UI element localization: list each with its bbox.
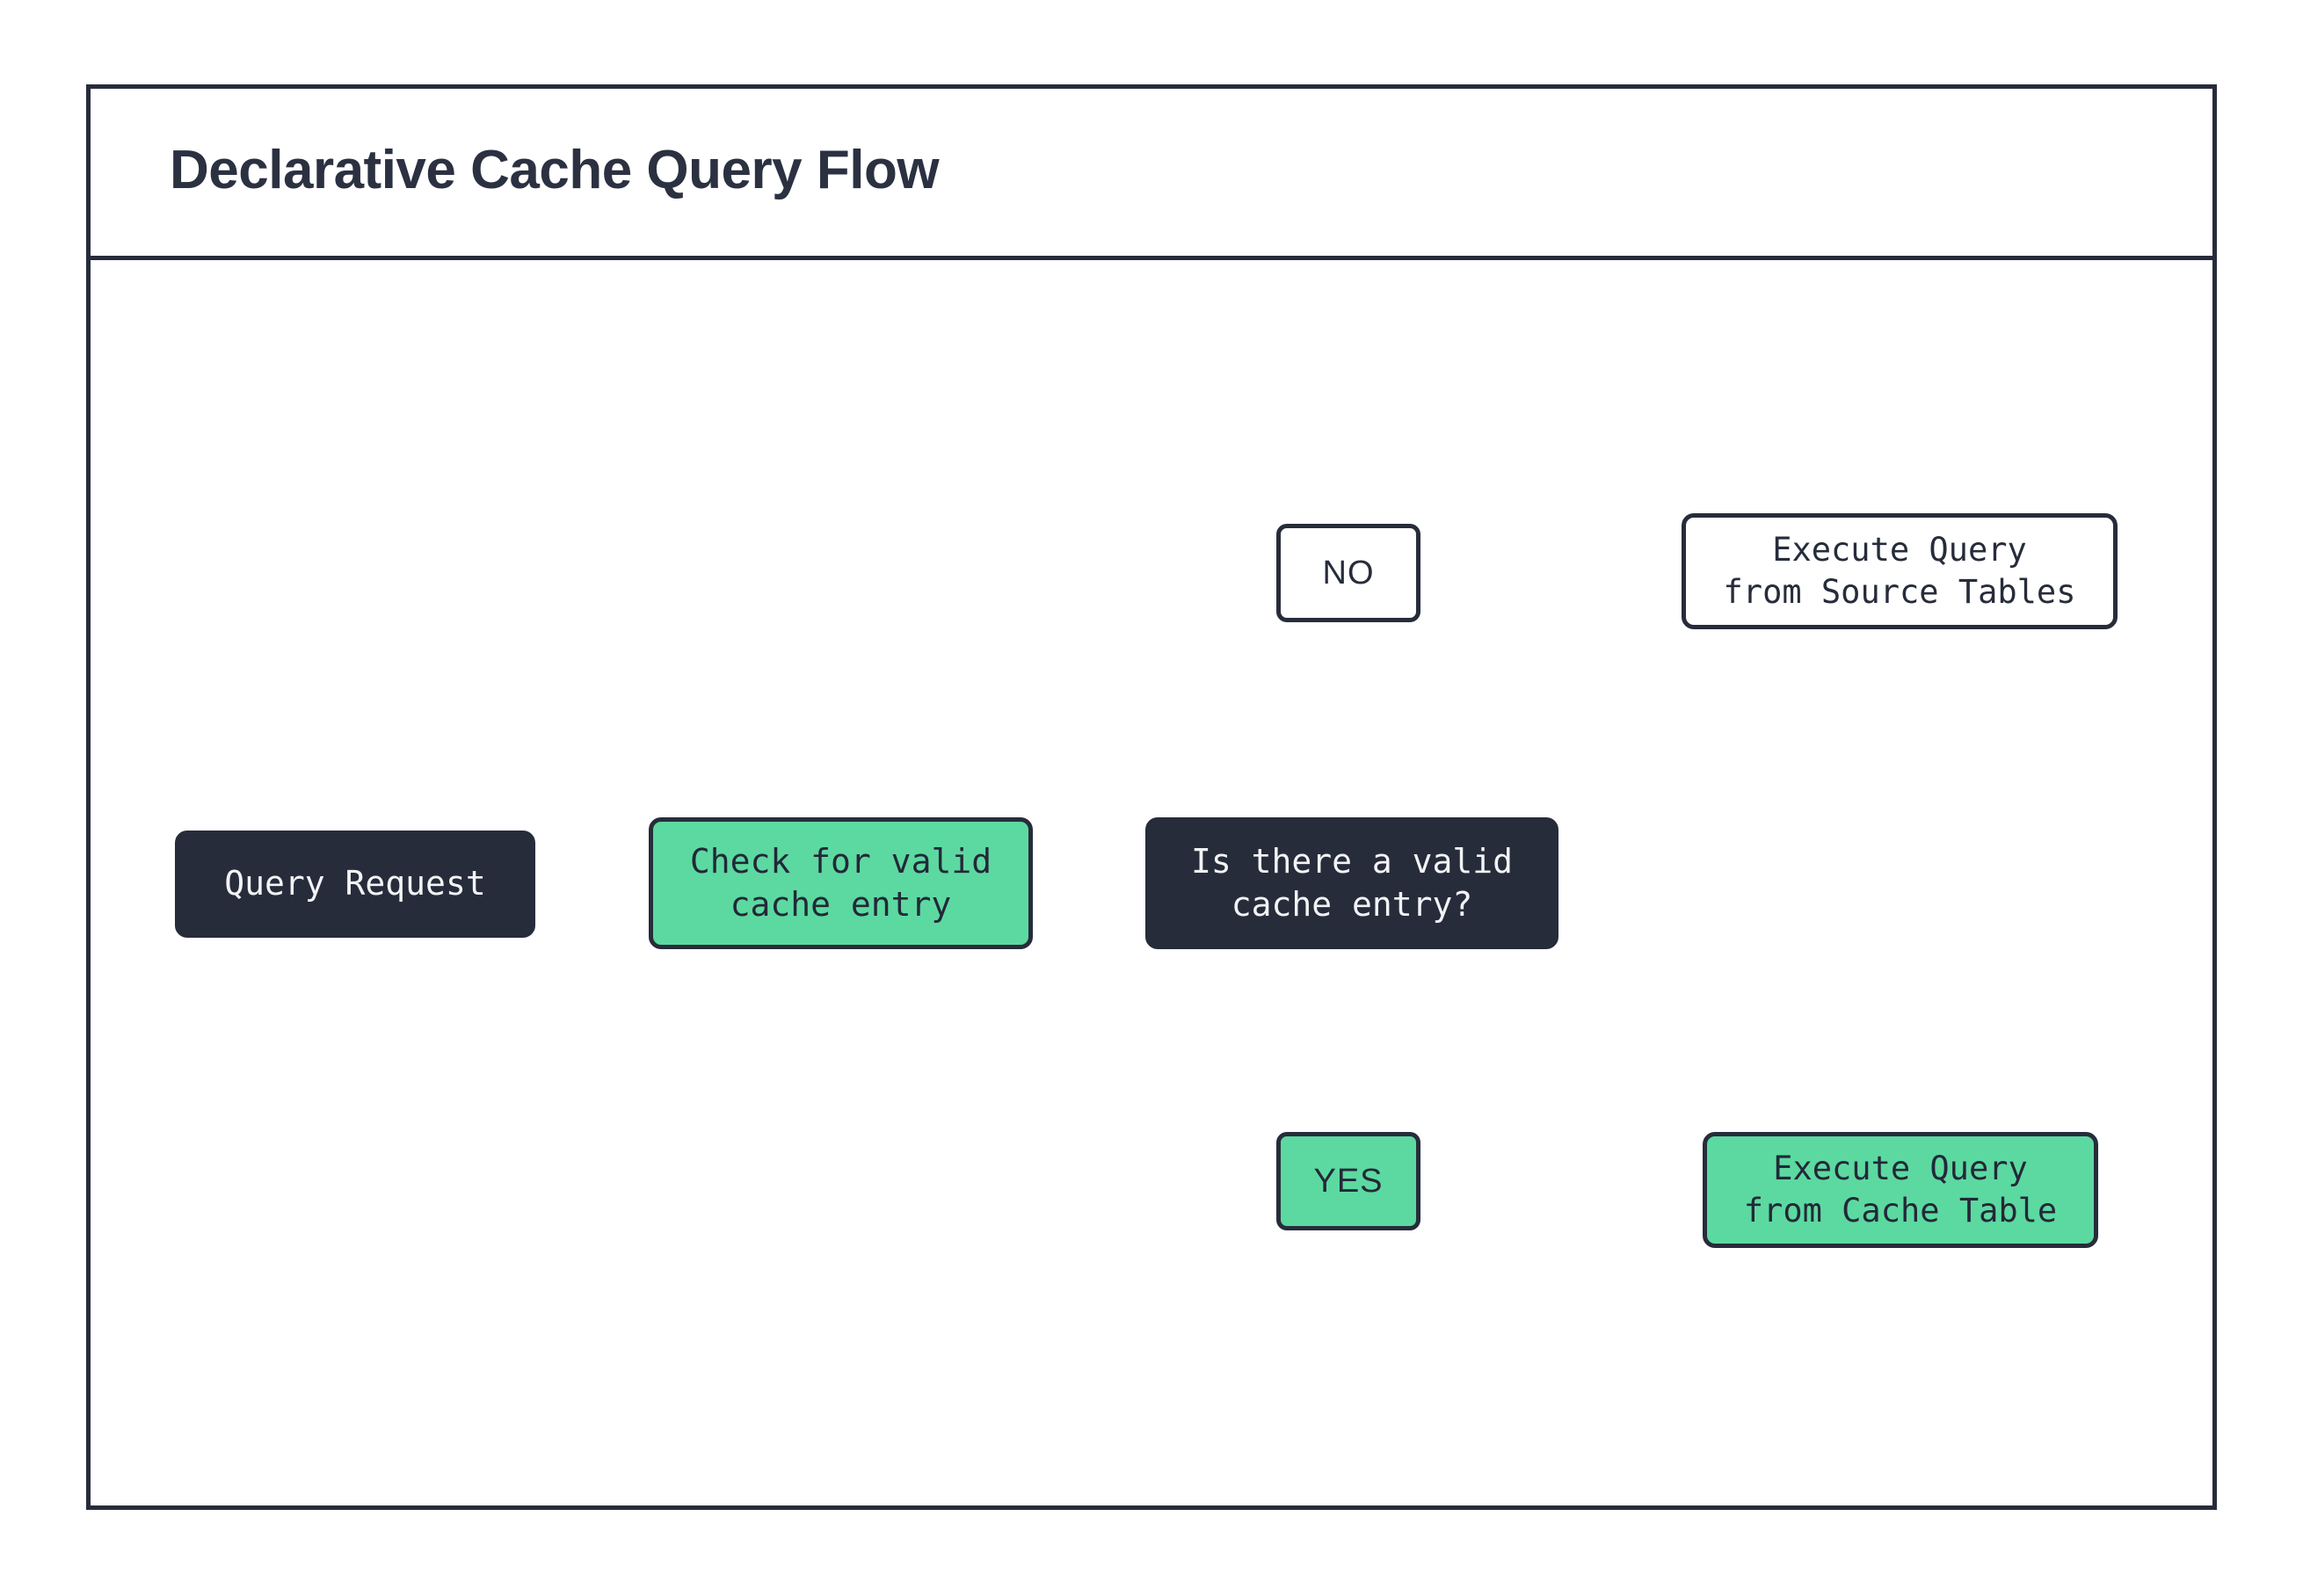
- node-decision-valid-cache-entry[interactable]: Is there a valid cache entry?: [1145, 817, 1558, 949]
- branch-label-yes[interactable]: YES: [1276, 1132, 1420, 1230]
- node-execute-query-from-source-tables[interactable]: Execute Query from Source Tables: [1682, 513, 2118, 629]
- node-query-request[interactable]: Query Request: [175, 831, 535, 938]
- node-execute-query-from-cache-table[interactable]: Execute Query from Cache Table: [1703, 1132, 2098, 1248]
- page-title: Declarative Cache Query Flow: [170, 139, 940, 200]
- diagram-frame: [86, 84, 2217, 1510]
- branch-label-no[interactable]: NO: [1276, 524, 1420, 622]
- node-check-for-valid-cache-entry[interactable]: Check for valid cache entry: [649, 817, 1033, 949]
- title-bar: Declarative Cache Query Flow: [86, 84, 2217, 260]
